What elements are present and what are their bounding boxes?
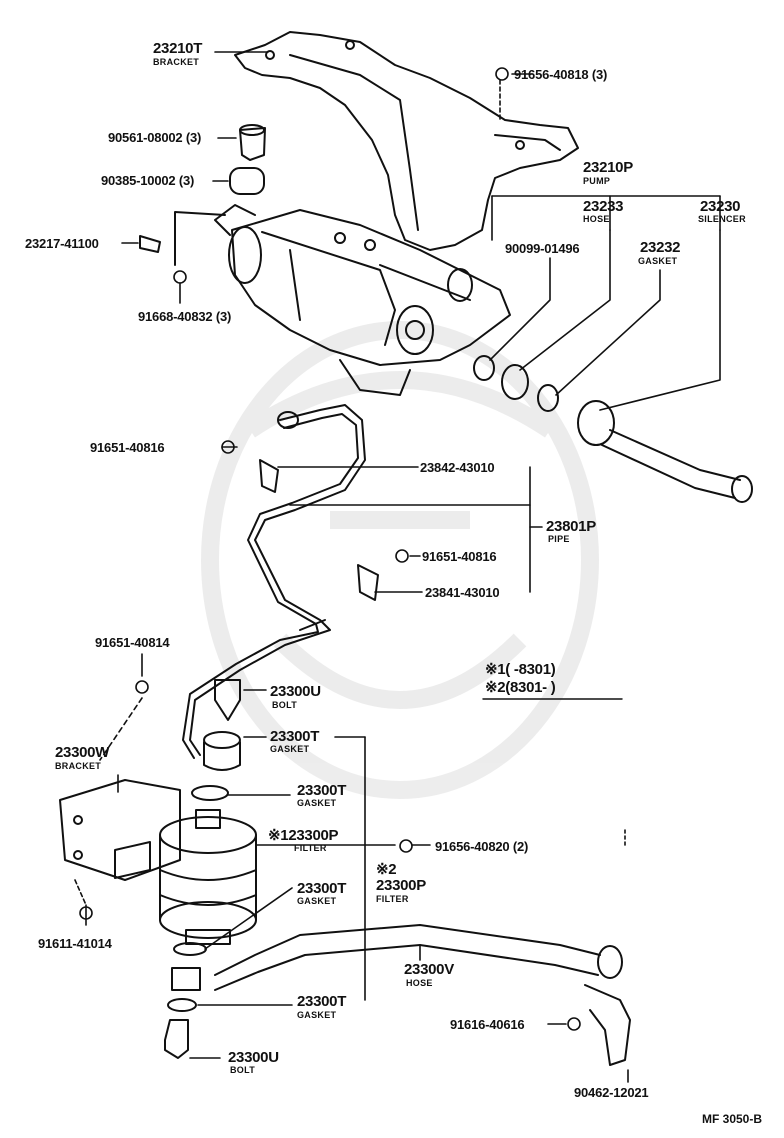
bolt-23300U-bottom-number: 23300U bbox=[228, 1049, 279, 1066]
bolt-23300U-top-name: BOLT bbox=[272, 700, 298, 710]
part-90561-08002: 90561-08002 (3) bbox=[108, 130, 202, 145]
hose-23233-name: HOSE bbox=[583, 214, 610, 224]
gasket-23232-name: GASKET bbox=[638, 256, 678, 266]
bolt-23300U-top-number: 23300U bbox=[270, 683, 321, 700]
silencer-23230-number: 23230 bbox=[700, 198, 741, 215]
hose-23300V-name: HOSE bbox=[406, 978, 433, 988]
part-91616-40616: 91616-40616 bbox=[450, 1017, 525, 1032]
gasket-23300T-3-name: GASKET bbox=[297, 896, 337, 906]
pump-23210P-number: 23210P bbox=[583, 159, 633, 176]
legend-line-2: ※2(8301- ) bbox=[485, 679, 556, 696]
bracket-23300W-number: 23300W bbox=[55, 744, 110, 761]
pipe-23801P-name: PIPE bbox=[548, 534, 570, 544]
part-90385-10002: 90385-10002 (3) bbox=[101, 173, 195, 188]
part-91656-40818: 91656-40818 (3) bbox=[514, 67, 608, 82]
bracket-23210T-number: 23210T bbox=[153, 40, 203, 57]
part-91656-40820: 91656-40820 (2) bbox=[435, 839, 529, 854]
filter-2-mark: ※2 bbox=[376, 861, 397, 878]
figure-code: MF 3050-B bbox=[702, 1112, 763, 1126]
filter-1-mark: ※1 bbox=[268, 827, 289, 844]
hose-23233-number: 23233 bbox=[583, 198, 624, 215]
filter-2-name: FILTER bbox=[376, 894, 409, 904]
watermark-emblem bbox=[201, 321, 599, 799]
part-91651-40816-a: 91651-40816 bbox=[90, 440, 165, 455]
part-91611-41014: 91611-41014 bbox=[38, 936, 112, 951]
hose-23300V-number: 23300V bbox=[404, 961, 454, 978]
small-parts-top-left bbox=[139, 124, 266, 266]
part-91651-40814: 91651-40814 bbox=[95, 635, 170, 650]
bolt-23300U-bottom-name: BOLT bbox=[230, 1065, 256, 1075]
part-90462-12021: 90462-12021 bbox=[574, 1085, 649, 1100]
filter-23300P-drawing bbox=[59, 679, 257, 1059]
part-23842-43010: 23842-43010 bbox=[420, 460, 495, 475]
bracket-23210T-name: BRACKET bbox=[153, 57, 200, 67]
gasket-23300T-1-number: 23300T bbox=[270, 728, 320, 745]
leader-lines bbox=[74, 51, 721, 1083]
bolt-symbols bbox=[79, 67, 581, 1031]
part-91668-40832: 91668-40832 (3) bbox=[138, 309, 232, 324]
pump-23210P-name: PUMP bbox=[583, 176, 611, 186]
bracket-23300W-name: BRACKET bbox=[55, 761, 102, 771]
part-23841-43010: 23841-43010 bbox=[425, 585, 500, 600]
filter-1-number: ※123300P bbox=[268, 827, 339, 844]
filter-2-number: 23300P bbox=[376, 877, 426, 894]
gasket-23300T-1-name: GASKET bbox=[270, 744, 310, 754]
gasket-23300T-2-name: GASKET bbox=[297, 798, 337, 808]
pump-23210P-drawing bbox=[214, 204, 511, 396]
silencer-23230-name: SILENCER bbox=[698, 214, 746, 224]
bracket-23210T-drawing bbox=[234, 31, 579, 251]
gasket-23232-number: 23232 bbox=[640, 239, 681, 256]
gasket-23300T-3-number: 23300T bbox=[297, 880, 347, 897]
filter-1-part-number: 23300P bbox=[288, 827, 339, 844]
filter-1-name: FILTER bbox=[294, 843, 327, 853]
gasket-23300T-4-name: GASKET bbox=[297, 1010, 337, 1020]
hose-23300V-drawing bbox=[214, 924, 631, 1066]
part-23217-41100: 23217-41100 bbox=[25, 236, 99, 251]
part-90099-01496: 90099-01496 bbox=[505, 241, 580, 256]
gasket-23300T-4-number: 23300T bbox=[297, 993, 347, 1010]
pipe-23801P-number: 23801P bbox=[546, 518, 596, 535]
legend-line-1: ※1( -8301) bbox=[485, 661, 556, 678]
part-91651-40816-b: 91651-40816 bbox=[422, 549, 497, 564]
gasket-23300T-2-number: 23300T bbox=[297, 782, 347, 799]
hose-silencer-drawing bbox=[473, 355, 753, 503]
